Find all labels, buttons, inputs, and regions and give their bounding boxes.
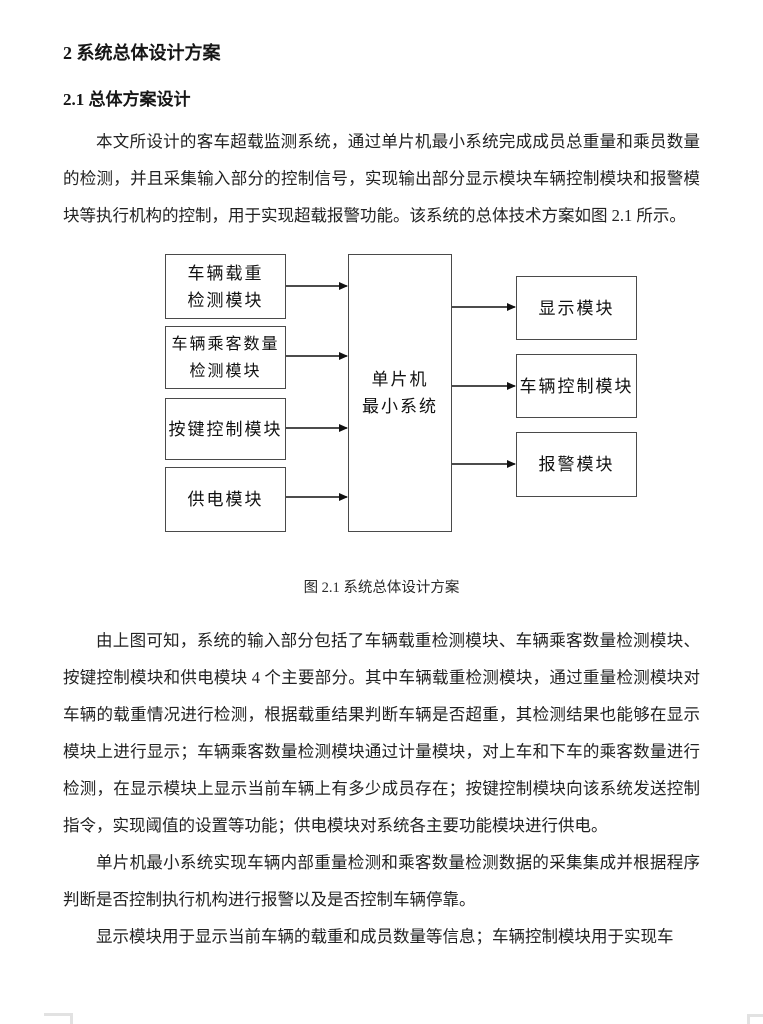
diagram-box-passenger-count-detect: 车辆乘客数量 检测模块 (165, 326, 286, 389)
chapter-heading: 2 系统总体设计方案 (63, 43, 221, 63)
diagram-box-display-module: 显示模块 (516, 276, 637, 340)
flow-arrows (286, 282, 516, 501)
paragraph-modules: 显示模块用于显示当前车辆的载重和成员数量等信息；车辆控制模块用于实现车 (96, 927, 674, 946)
page-margin-mark-bottom-left (44, 1013, 73, 1024)
page-margin-mark-bottom-right (747, 1014, 763, 1024)
figure-caption: 图 2.1 系统总体设计方案 (303, 580, 460, 596)
paragraph-intro: 本文所设计的客车超载监测系统，通过单片机最小系统完成成员总重量和乘员数量的检测，… (63, 132, 700, 225)
diagram-box-vehicle-control-module: 车辆控制模块 (516, 354, 637, 418)
diagram-box-vehicle-load-detect: 车辆载重 检测模块 (165, 254, 286, 319)
diagram-box-alarm-module: 报警模块 (516, 432, 637, 497)
section-heading: 2.1 总体方案设计 (63, 90, 191, 109)
paragraph-mcu: 单片机最小系统实现车辆内部重量检测和乘客数量检测数据的采集集成并根据程序判断是否… (63, 853, 700, 909)
diagram-box-power-supply: 供电模块 (165, 467, 286, 532)
diagram-box-key-control: 按键控制模块 (165, 398, 286, 460)
diagram-box-mcu-minimal-system: 单片机 最小系统 (348, 254, 452, 532)
system-block-diagram: 车辆载重 检测模块 车辆乘客数量 检测模块 按键控制模块 供电模块 单片机 最小… (0, 244, 763, 544)
paragraph-overview: 由上图可知，系统的输入部分包括了车辆载重检测模块、车辆乘客数量检测模块、按键控制… (63, 631, 700, 835)
